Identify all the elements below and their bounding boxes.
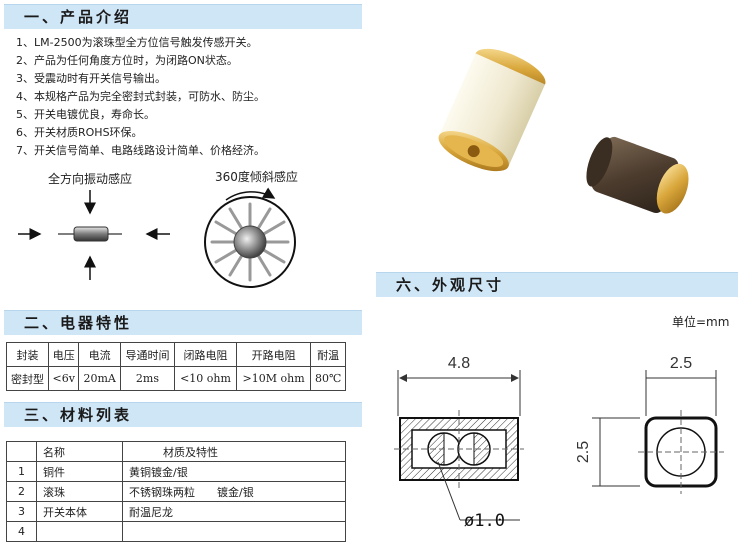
table-cell: 4 — [6, 521, 37, 542]
feature-item: 3、受震动时有开关信号输出。 — [16, 72, 166, 85]
table-row: 密封型 <6v 20mA 2ms <10 ohm >10M ohm 80℃ — [5, 366, 346, 391]
table-header-cell: 导通时间 — [119, 342, 176, 367]
table-cell — [122, 521, 346, 542]
table-header-row: 封装 电压 电流 导通时间 闭路电阻 开路电阻 耐温 — [5, 342, 346, 367]
feature-item: 5、开关电镀优良，寿命长。 — [16, 108, 155, 121]
table-cell: >10M ohm — [235, 366, 312, 391]
table-row: 3 开关本体 耐温尼龙 — [6, 501, 346, 522]
section-header-dimensions: 六、外观尺寸 — [376, 272, 738, 297]
table-cell: <6v — [48, 366, 80, 391]
side-view-drawing: 4.8 ø1.0 — [394, 355, 524, 531]
table-cell: 3 — [6, 501, 37, 522]
table-header-cell: 耐温 — [310, 342, 346, 367]
table-cell: 黄铜镀金/银 — [122, 461, 346, 482]
table-cell: 滚珠 — [36, 481, 123, 502]
feature-list: 1、LM-2500为滚珠型全方位信号触发传感开关。 2、产品为任何角度方位时，为… — [16, 34, 265, 160]
table-header-cell: 名称 — [36, 441, 123, 462]
materials-table: 名称 材质及特性 1 铜件 黄铜镀金/银 2 滚珠 不锈钢珠两粒 镀金/银 3 … — [6, 441, 346, 542]
feature-item: 1、LM-2500为滚珠型全方位信号触发传感开关。 — [16, 36, 258, 49]
table-cell: 密封型 — [5, 366, 50, 391]
feature-item: 4、本规格产品为完全密封式封装，可防水、防尘。 — [16, 90, 265, 103]
feature-item: 2、产品为任何角度方位时，为闭路ON状态。 — [16, 54, 238, 67]
ball — [233, 225, 267, 259]
end-view-drawing: 2.5 2.5 — [575, 355, 724, 494]
table-header-cell: 材质及特性 — [122, 441, 346, 462]
dim-ball: ø1.0 — [464, 511, 505, 531]
section-header-product-intro: 一、产品介绍 — [4, 4, 362, 29]
vibration-diagram — [18, 190, 170, 280]
table-header-cell: 电流 — [78, 342, 121, 367]
feature-item: 6、开关材质ROHS环保。 — [16, 126, 143, 139]
table-header-cell: 封装 — [5, 342, 50, 367]
electrical-table: 封装 电压 电流 导通时间 闭路电阻 开路电阻 耐温 密封型 <6v 20mA … — [5, 342, 346, 391]
table-cell: 2ms — [119, 366, 176, 391]
tilt-caption: 360度倾斜感应 — [215, 170, 298, 184]
section-header-electrical: 二、电器特性 — [4, 310, 362, 335]
feature-item: 7、开关信号简单、电路线路设计简单、价格经济。 — [16, 144, 265, 157]
table-cell: 不锈钢珠两粒 镀金/银 — [122, 481, 346, 502]
sensor-cylinder — [73, 226, 109, 242]
table-header-cell: 开路电阻 — [235, 342, 312, 367]
table-row: 2 滚珠 不锈钢珠两粒 镀金/银 — [6, 481, 346, 502]
table-row: 1 铜件 黄铜镀金/银 — [6, 461, 346, 482]
product-photo — [438, 48, 689, 214]
table-cell: <10 ohm — [174, 366, 237, 391]
section-header-materials: 三、材料列表 — [4, 402, 362, 427]
vibration-caption: 全方向振动感应 — [48, 172, 133, 186]
table-cell: 耐温尼龙 — [122, 501, 346, 522]
table-cell — [36, 521, 123, 542]
table-cell: 铜件 — [36, 461, 123, 482]
table-header-cell: 闭路电阻 — [174, 342, 237, 367]
rotation-arrow — [225, 187, 276, 201]
table-header-cell — [6, 441, 37, 462]
dim-width: 2.5 — [670, 355, 692, 372]
table-cell: 80℃ — [310, 366, 346, 391]
tilt-diagram — [204, 187, 296, 288]
table-cell: 2 — [6, 481, 37, 502]
table-cell: 开关本体 — [36, 501, 123, 522]
table-row: 4 — [6, 521, 346, 542]
table-cell: 20mA — [78, 366, 121, 391]
dim-height: 2.5 — [575, 441, 592, 463]
table-header-cell: 电压 — [48, 342, 80, 367]
unit-label: 单位=mm — [672, 315, 730, 329]
table-header-row: 名称 材质及特性 — [6, 441, 346, 462]
dim-length: 4.8 — [448, 355, 470, 372]
table-cell: 1 — [6, 461, 37, 482]
